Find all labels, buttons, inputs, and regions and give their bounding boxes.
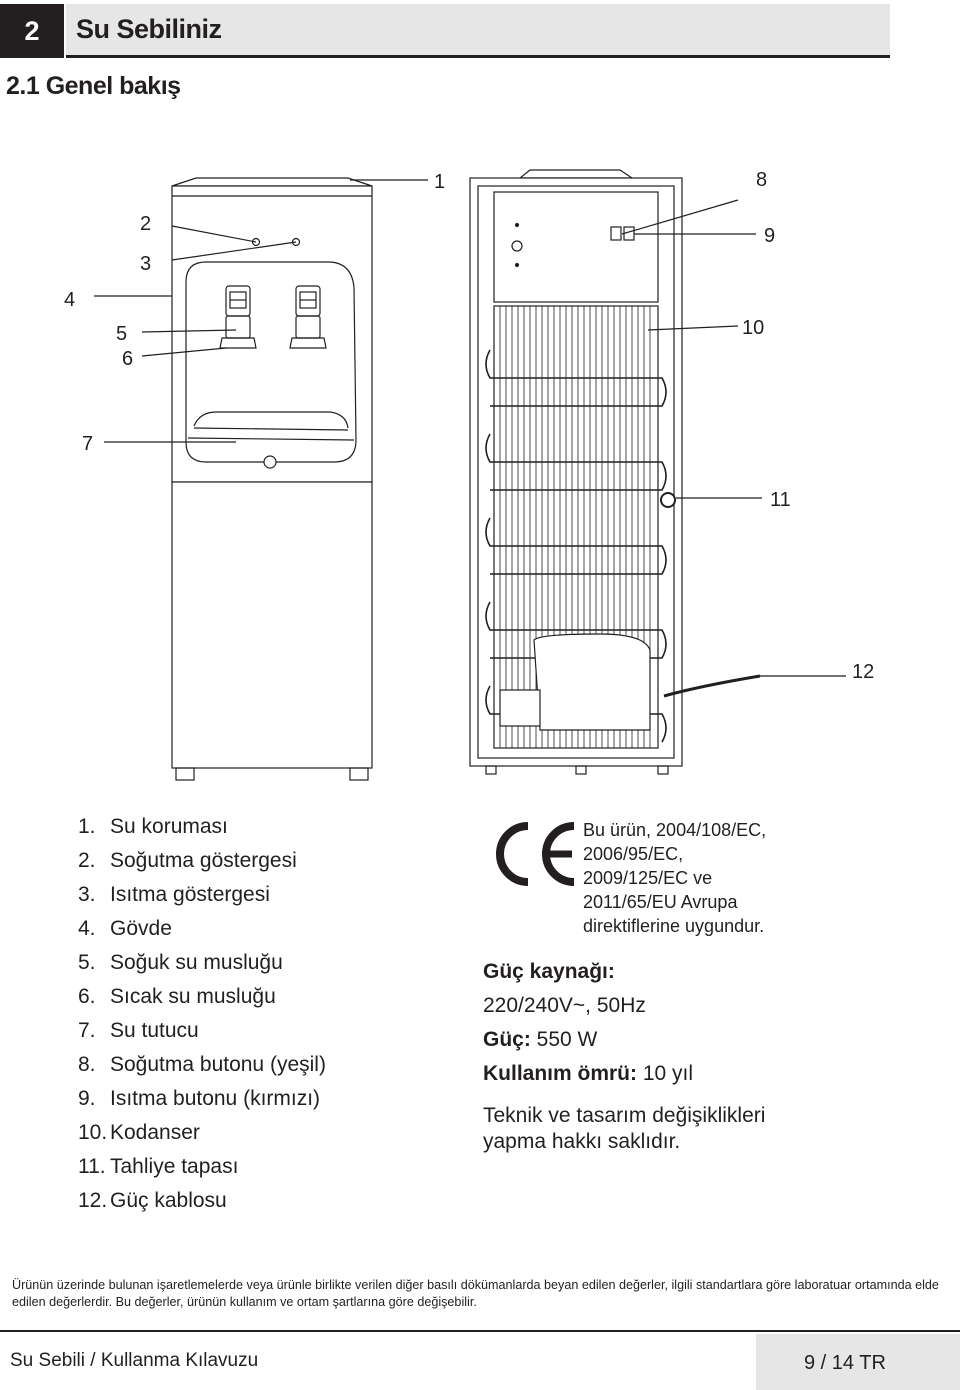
power-supply-value: 220/240V~, 50Hz bbox=[483, 994, 646, 1017]
parts-list-item: 2. Soğutma göstergesi bbox=[78, 844, 326, 878]
footnote: Ürünün üzerinde bulunan işaretlemelerde … bbox=[12, 1277, 939, 1311]
rear-view-dispenser bbox=[469, 169, 761, 775]
parts-list-item: 8. Soğutma butonu (yeşil) bbox=[78, 1048, 326, 1082]
compliance-line: direktiflerine uygundur. bbox=[583, 916, 765, 936]
parts-list-number: 3. bbox=[78, 883, 96, 906]
hot-tap-icon bbox=[289, 285, 327, 349]
parts-list-item: 5. Soğuk su musluğu bbox=[78, 946, 326, 980]
footnote-line: edilen değerlerdir. Bu değerler, ürünün … bbox=[12, 1295, 477, 1309]
parts-list-number: 5. bbox=[78, 951, 96, 974]
callout-3: 3 bbox=[140, 253, 151, 275]
chapter-number-box: 2 bbox=[0, 4, 64, 58]
parts-list-item: 6. Sıcak su musluğu bbox=[78, 980, 326, 1014]
ce-mark-icon bbox=[496, 822, 575, 886]
parts-list-label: Su tutucu bbox=[110, 1019, 199, 1042]
drain-plug-icon bbox=[660, 492, 676, 508]
parts-list-number: 8. bbox=[78, 1053, 96, 1076]
chapter-title-bar: Su Sebiliniz bbox=[66, 4, 890, 58]
callout-11: 11 bbox=[770, 489, 791, 511]
chapter-title: Su Sebiliniz bbox=[76, 14, 222, 44]
compliance-line: 2006/95/EC, bbox=[583, 844, 684, 864]
disclaimer-line: Teknik ve tasarım değişiklikleri bbox=[483, 1104, 766, 1127]
compliance-line: 2011/65/EU Avrupa bbox=[583, 892, 738, 912]
dispenser-diagram: 1 2 3 4 5 6 7 8 9 10 11 12 bbox=[64, 169, 874, 781]
page-number: 9 / 14 TR bbox=[804, 1352, 886, 1374]
callout-4: 4 bbox=[64, 289, 75, 311]
parts-list-item: 4. Gövde bbox=[78, 912, 326, 946]
cooling-button-icon bbox=[610, 226, 622, 241]
callout-10: 10 bbox=[742, 317, 764, 339]
power-value: 550 W bbox=[530, 1028, 598, 1051]
parts-list-number: 4. bbox=[78, 917, 96, 940]
parts-list-label: Sıcak su musluğu bbox=[110, 985, 276, 1008]
parts-list-label: Soğuk su musluğu bbox=[110, 951, 283, 974]
callout-1: 1 bbox=[434, 171, 445, 193]
footer-page-box bbox=[756, 1334, 960, 1390]
lifetime-label: Kullanım ömrü: bbox=[483, 1062, 638, 1085]
parts-list-item: 11.Tahliye tapası bbox=[78, 1150, 326, 1184]
parts-list-label: Tahliye tapası bbox=[110, 1155, 239, 1178]
parts-list-item: 12.Güç kablosu bbox=[78, 1184, 326, 1218]
callout-5: 5 bbox=[116, 323, 127, 345]
power-label: Güç: bbox=[483, 1028, 531, 1051]
parts-list-label: Isıtma göstergesi bbox=[110, 883, 270, 906]
compliance-text: Bu ürün, 2004/108/EC, 2006/95/EC, 2009/1… bbox=[583, 818, 793, 938]
parts-list-item: 3. Isıtma göstergesi bbox=[78, 878, 326, 912]
parts-list-item: 9. Isıtma butonu (kırmızı) bbox=[78, 1082, 326, 1116]
parts-list-number: 6. bbox=[78, 985, 96, 1008]
parts-list-label: Güç kablosu bbox=[110, 1189, 227, 1212]
footer-divider bbox=[0, 1330, 960, 1332]
callout-7: 7 bbox=[82, 433, 93, 455]
callout-9: 9 bbox=[764, 225, 775, 247]
parts-list-label: Kodanser bbox=[110, 1121, 200, 1144]
parts-list-label: Soğutma göstergesi bbox=[110, 849, 297, 872]
disclaimer-line: yapma hakkı saklıdır. bbox=[483, 1130, 681, 1153]
power-cable-icon bbox=[663, 674, 761, 698]
callout-8: 8 bbox=[756, 169, 767, 191]
footnote-line: Ürünün üzerinde bulunan işaretlemelerde … bbox=[12, 1278, 939, 1292]
parts-list-label: Gövde bbox=[110, 917, 172, 940]
compliance-line: Bu ürün, 2004/108/EC, bbox=[583, 820, 767, 840]
compliance-line: 2009/125/EC ve bbox=[583, 868, 713, 888]
parts-list-number: 9. bbox=[78, 1087, 96, 1110]
power-supply-label: Güç kaynağı: bbox=[483, 960, 615, 983]
lifetime-value: 10 yıl bbox=[637, 1062, 694, 1085]
power-spec: Güç: 550 W bbox=[483, 1028, 597, 1052]
callout-12: 12 bbox=[852, 661, 874, 683]
lifetime-spec: Kullanım ömrü: 10 yıl bbox=[483, 1062, 693, 1086]
design-disclaimer: Teknik ve tasarım değişiklikleri yapma h… bbox=[483, 1103, 765, 1155]
parts-list-number: 7. bbox=[78, 1019, 96, 1042]
parts-list-item: 7. Su tutucu bbox=[78, 1014, 326, 1048]
parts-list-number: 12. bbox=[78, 1189, 108, 1212]
callout-2: 2 bbox=[140, 213, 151, 235]
parts-list-label: Isıtma butonu (kırmızı) bbox=[110, 1087, 321, 1110]
parts-list-number: 2. bbox=[78, 849, 96, 872]
callout-6: 6 bbox=[122, 348, 133, 370]
parts-list-number: 1. bbox=[78, 815, 96, 838]
parts-list-item: 10.Kodanser bbox=[78, 1116, 326, 1150]
parts-list-item: 1. Su koruması bbox=[78, 810, 326, 844]
condenser-grid bbox=[493, 305, 659, 749]
parts-list-number: 11. bbox=[78, 1155, 106, 1178]
chapter-number: 2 bbox=[24, 15, 40, 46]
front-view-dispenser bbox=[171, 177, 373, 781]
parts-list-label: Su koruması bbox=[110, 815, 228, 838]
cold-tap-icon bbox=[219, 285, 257, 349]
footer-document-title: Su Sebili / Kullanma Kılavuzu bbox=[10, 1350, 259, 1371]
parts-list-number: 10. bbox=[78, 1121, 108, 1144]
section-title: 2.1 Genel bakış bbox=[6, 72, 181, 100]
parts-list: 1. Su koruması 2. Soğutma göstergesi 3. Isıtm… bbox=[78, 810, 326, 1218]
parts-list-label: Soğutma butonu (yeşil) bbox=[110, 1053, 326, 1076]
